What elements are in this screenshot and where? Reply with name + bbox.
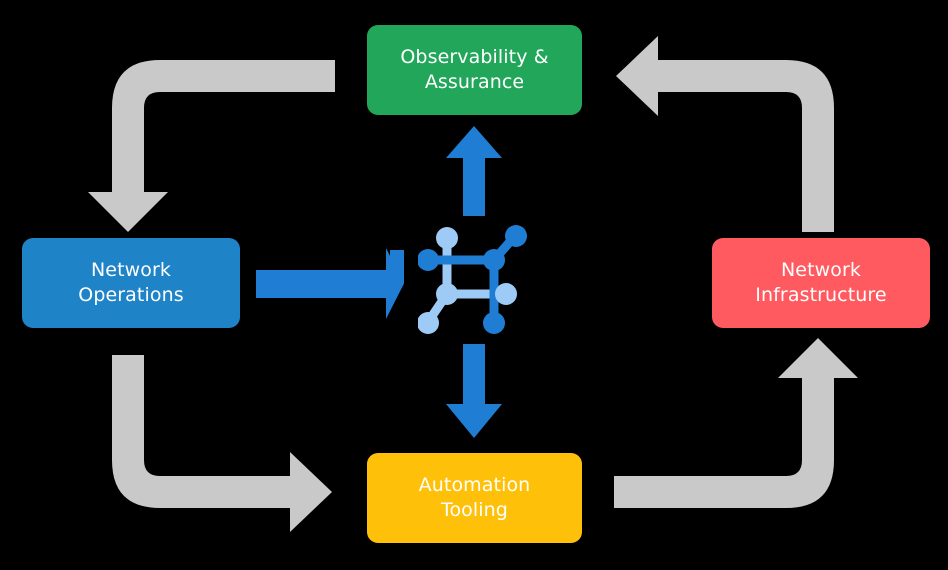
gray-arrow-infrastructure-to-observability	[616, 36, 834, 232]
blue-arrow-hub-to-observability	[446, 126, 502, 216]
blue-arrow-ops-to-hub-head	[256, 248, 404, 319]
topology-light-nodes	[417, 227, 517, 334]
node-network-operations[interactable]: Network Operations	[22, 238, 240, 328]
topology-dark-nodes	[417, 225, 527, 334]
node-network-infrastructure[interactable]: Network Infrastructure	[712, 238, 930, 328]
gray-arrow-observability-to-ops	[88, 60, 335, 232]
node-automation-tooling[interactable]: Automation Tooling	[367, 453, 582, 543]
network-topology-icon-svg	[417, 225, 527, 334]
node-observability-assurance[interactable]: Observability & Assurance	[367, 25, 582, 115]
network-topology-icon	[417, 222, 536, 340]
blue-arrow-hub-to-automation	[446, 344, 502, 438]
gray-arrow-ops-to-automation	[112, 355, 332, 532]
blue-arrow-ops-to-hub	[256, 250, 404, 298]
gray-arrow-automation-to-infrastructure	[614, 338, 858, 508]
